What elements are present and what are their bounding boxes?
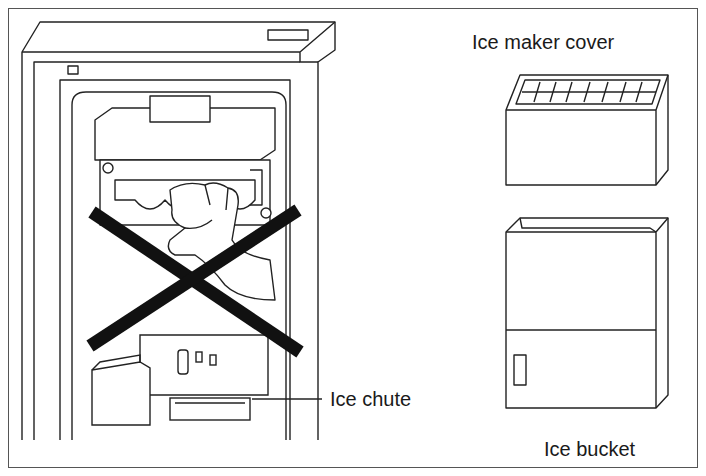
cross-stroke <box>90 210 298 346</box>
plate-hole <box>210 355 216 365</box>
bucket-handle <box>514 355 526 385</box>
cover-grille <box>516 80 660 104</box>
lower-compartment <box>92 335 268 425</box>
plate-hole <box>196 352 202 362</box>
door-inner-edge <box>34 62 300 440</box>
ice-maker-pivot <box>103 163 113 173</box>
ice-maker-motor <box>150 96 210 122</box>
door-liner <box>60 80 290 440</box>
ice-maker-screw <box>261 208 271 218</box>
ice-crusher-top <box>92 355 140 370</box>
frame-border <box>9 9 698 468</box>
hinge-mark <box>68 66 78 74</box>
bucket-rim <box>520 218 656 232</box>
refrigerator-door <box>22 22 335 440</box>
mounting-plate <box>140 335 268 395</box>
ice-chute <box>170 398 250 420</box>
ice-chute-flap <box>175 402 245 403</box>
cover-outline <box>506 75 668 185</box>
hand-fingers <box>185 185 228 228</box>
part-label: Ice maker cover <box>472 30 614 54</box>
ice-bucket <box>506 218 668 408</box>
ice-crusher-box <box>92 362 150 425</box>
cover-edges <box>506 75 668 185</box>
bucket-outline <box>506 218 668 408</box>
bucket-seam <box>506 329 656 330</box>
hinge-block <box>268 30 308 40</box>
part-label: Ice bucket <box>544 437 635 461</box>
door-top-edge <box>22 22 335 62</box>
grille-slots <box>522 82 656 102</box>
leader-line <box>252 398 322 399</box>
lever <box>178 350 188 374</box>
ice-maker-bracket <box>250 170 262 205</box>
prohibition-cross <box>90 210 300 352</box>
part-label: Ice chute <box>330 387 411 411</box>
bucket-edges <box>506 218 668 408</box>
ice-maker-cover <box>506 75 668 185</box>
door-outline <box>22 22 335 440</box>
